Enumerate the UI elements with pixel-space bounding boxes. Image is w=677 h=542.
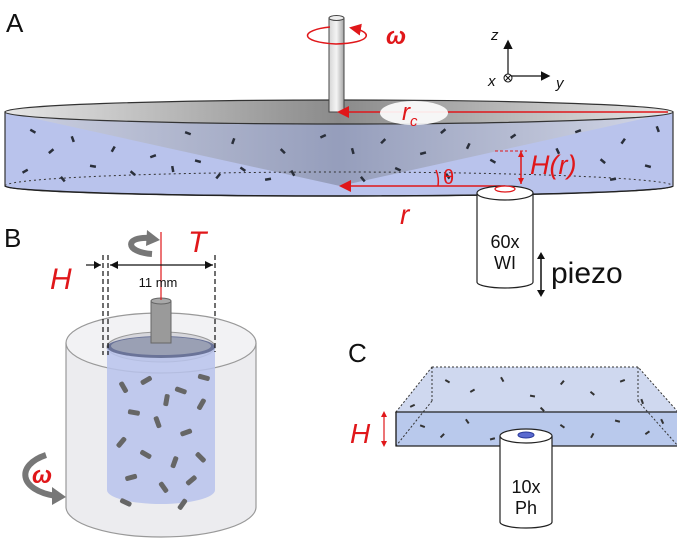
bottom-plate-dotted bbox=[4, 171, 674, 187]
h-label-b: H bbox=[50, 263, 72, 296]
rotation-rod-b bbox=[150, 300, 172, 344]
axis-x-label: x bbox=[487, 73, 496, 90]
omega-label-a: ω bbox=[386, 23, 406, 50]
particles-a bbox=[21, 125, 660, 183]
theta-label: θ bbox=[443, 167, 454, 189]
panel-c-letter: C bbox=[348, 338, 367, 368]
h-r-label: H(r) bbox=[530, 150, 576, 180]
double-arrow-icon bbox=[537, 252, 545, 297]
axis-triad-icon bbox=[503, 39, 551, 83]
h-label-c: H bbox=[350, 418, 371, 449]
panel-c: C bbox=[348, 338, 677, 529]
omega-label-b: ω bbox=[32, 462, 52, 489]
axis-z-label: z bbox=[490, 27, 499, 44]
bottom-plate-edge bbox=[4, 185, 674, 197]
rotation-arrow-icon bbox=[306, 23, 367, 45]
panel-a: A bbox=[4, 8, 674, 297]
rotation-arrow-icon bbox=[22, 452, 57, 499]
sample-slab-top bbox=[394, 366, 677, 413]
particles-b bbox=[116, 373, 210, 510]
gap-label: 11 mm bbox=[139, 275, 178, 290]
rotation-rod-a bbox=[328, 17, 345, 113]
panel-b: B T 11 mm H bbox=[4, 223, 257, 538]
objective-lens-icon bbox=[476, 185, 534, 289]
objective-a-mag: 60x bbox=[490, 232, 519, 252]
objective-lens-icon bbox=[499, 428, 553, 529]
theta-arc bbox=[435, 169, 440, 187]
panel-a-letter: A bbox=[6, 8, 24, 38]
torque-arrow-icon bbox=[128, 234, 153, 257]
objective-a-type: WI bbox=[494, 253, 516, 273]
r-label: r bbox=[400, 199, 411, 230]
objective-c-type: Ph bbox=[515, 498, 537, 518]
cone-wedge bbox=[5, 112, 673, 186]
torque-label: T bbox=[188, 226, 209, 259]
objective-c-mag: 10x bbox=[511, 477, 540, 497]
axis-y-label: y bbox=[555, 75, 565, 92]
piezo-label: piezo bbox=[551, 257, 623, 290]
panel-b-letter: B bbox=[4, 223, 21, 253]
rc-label: rc bbox=[402, 99, 418, 130]
particles-c bbox=[409, 376, 665, 441]
